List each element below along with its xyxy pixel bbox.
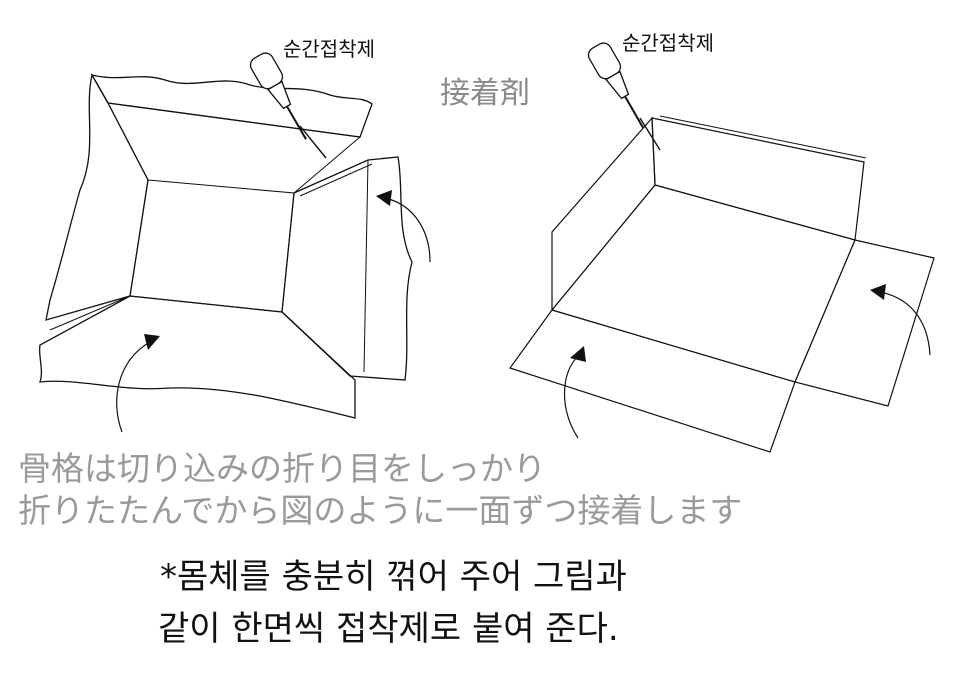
- left-side-wall: [45, 73, 149, 321]
- left-right-flap: [281, 156, 413, 381]
- caption-korean-line-2: 같이 한면씩 접착제로 붙여 준다.: [158, 609, 619, 649]
- left-front-flap: [38, 295, 356, 419]
- right-side-flap: [794, 239, 935, 407]
- glue-bottle-icon: [249, 52, 307, 140]
- right-front-flap: [509, 309, 796, 453]
- glue-japanese-label: 接着剤: [440, 76, 530, 111]
- caption-japanese-line-1: 骨格は切り込みの折り目をしっかり: [18, 449, 546, 488]
- caption-japanese-line-2: 折りたたんでから図のように一面ずつ接着します: [18, 491, 742, 530]
- left-box-figure: [38, 73, 413, 419]
- left-floor: [129, 179, 295, 313]
- curved-arrow-icon: [563, 346, 586, 439]
- caption-korean-line-1: *몸체를 충분히 꺾어 주어 그림과: [160, 557, 627, 597]
- curved-arrow-icon: [116, 334, 160, 433]
- right-glue-label: 순간접착제: [622, 31, 714, 55]
- left-glue-label: 순간접착제: [283, 37, 375, 61]
- right-floor: [551, 184, 856, 383]
- curved-arrow-icon: [870, 284, 931, 356]
- right-left-wall: [551, 116, 656, 312]
- curved-arrow-icon: [376, 190, 431, 263]
- glue-bottle-icon: [587, 42, 644, 129]
- right-box-figure: [509, 115, 935, 453]
- left-back-flap: [90, 74, 373, 138]
